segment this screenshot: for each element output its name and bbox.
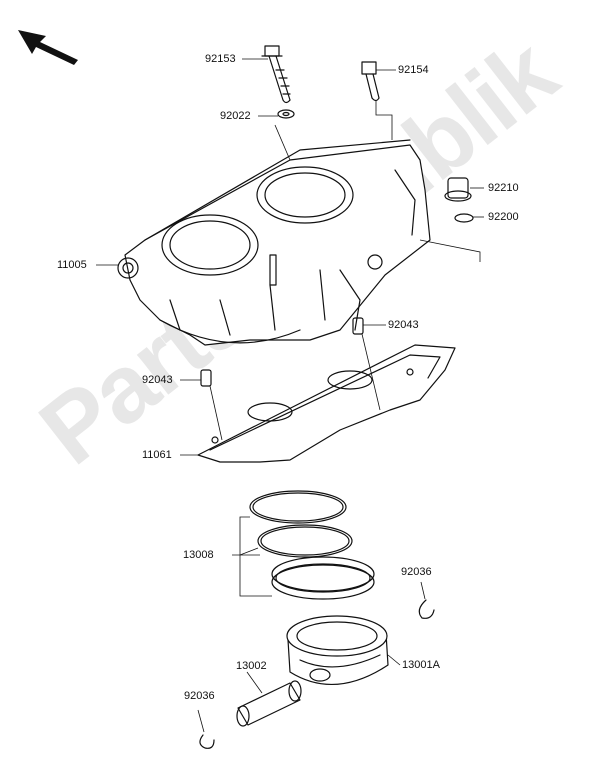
part-label-92153: 92153 [205, 53, 236, 65]
part-label-92043-left: 92043 [142, 374, 173, 386]
part-label-92036-lower: 92036 [184, 690, 215, 702]
part-label-11005: 11005 [57, 259, 87, 271]
gasket-11061 [197, 344, 456, 463]
part-label-92022: 92022 [220, 110, 251, 122]
washer-92200 [454, 213, 474, 223]
part-label-13001A: 13001A [402, 659, 440, 671]
part-label-92154: 92154 [398, 64, 429, 76]
washer-92022 [277, 109, 295, 119]
ring-second [257, 524, 353, 558]
cylinder-block-11005 [117, 139, 431, 346]
piston-pin-13002 [236, 680, 302, 727]
part-label-92043-right: 92043 [388, 319, 419, 331]
leader-lines [96, 58, 484, 733]
part-label-92200: 92200 [488, 211, 519, 223]
part-label-92210: 92210 [488, 182, 519, 194]
cap-92210 [444, 177, 472, 202]
circlip-92036-lower [199, 734, 215, 749]
dowel-92043-left [200, 369, 212, 387]
bolt-92154 [361, 61, 380, 102]
part-label-11061: 11061 [142, 449, 172, 461]
part-label-92036-upper: 92036 [401, 566, 432, 578]
bolt-92153 [261, 45, 291, 104]
ring-oil [271, 556, 375, 600]
part-label-13008: 13008 [183, 549, 214, 561]
ring-top [249, 490, 347, 524]
piston-13001A [286, 615, 389, 686]
front-arrow-icon [18, 30, 78, 65]
circlip-92036-upper [418, 599, 435, 619]
dowel-92043-right [352, 317, 364, 335]
part-label-13002: 13002 [236, 660, 267, 672]
